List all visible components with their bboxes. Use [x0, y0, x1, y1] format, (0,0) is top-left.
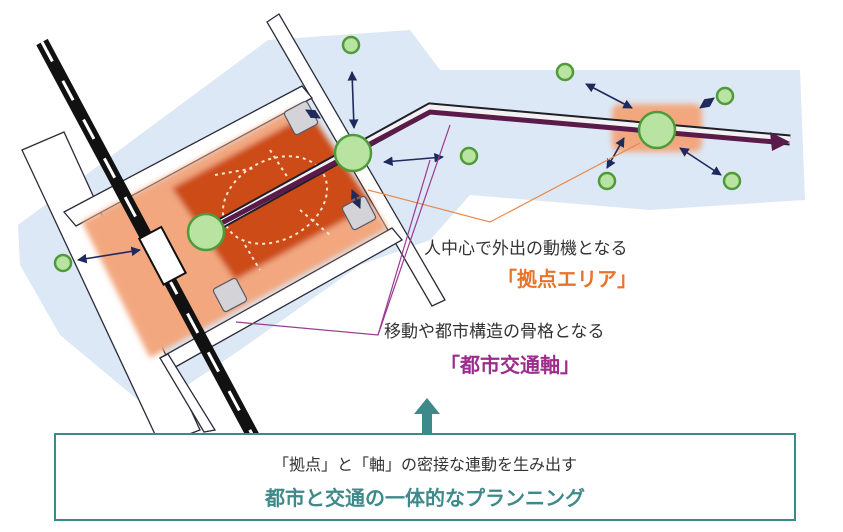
summary-description: 「拠点」と「軸」の密接な連動を生み出す — [272, 455, 577, 474]
double-arrow-icon — [77, 71, 722, 264]
summary-box: 「拠点」と「軸」の密接な連動を生み出す 都市と交通の一体的なプランニング — [54, 433, 796, 521]
transport-axis-title: 「都市交通軸」 — [440, 353, 580, 377]
base-area-title: 「拠点エリア」 — [497, 267, 637, 291]
base-area-description: 人中心で外出の動機となる — [424, 239, 628, 259]
summary-title: 都市と交通の一体的なプランニング — [265, 486, 585, 510]
transport-axis-description: 移動や都市構造の骨格となる — [384, 322, 605, 342]
station-icon — [137, 225, 188, 286]
green-node-icon — [53, 35, 742, 273]
arrow-up-icon — [414, 398, 440, 434]
connector-lines — [235, 124, 641, 336]
